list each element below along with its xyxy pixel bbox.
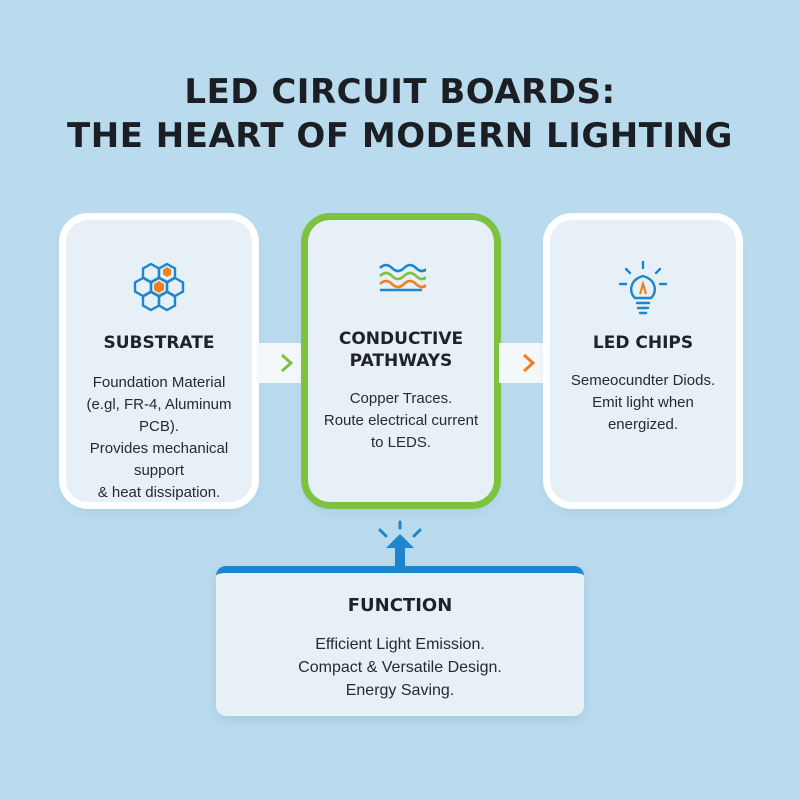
function-line-3: Energy Saving. xyxy=(345,682,455,699)
function-description: Efficient Light Emission. Compact & Vers… xyxy=(216,633,584,702)
title-line-1: LED CIRCUIT BOARDS: xyxy=(184,72,616,112)
substrate-description: Foundation Material (e.gl, FR-4, Aluminu… xyxy=(70,372,248,504)
substrate-card: SUBSTRATE Foundation Material (e.gl, FR-… xyxy=(66,220,252,502)
led-chips-line-3: energized. xyxy=(607,416,679,433)
wavy-traces-icon xyxy=(379,263,426,292)
substrate-line-2: (e.gl, FR-4, Aluminum PCB). xyxy=(86,396,232,435)
led-chips-line-1: Semeocundter Diods. xyxy=(570,372,716,389)
function-heading: FUNCTION xyxy=(347,595,453,616)
page-title: LED CIRCUIT BOARDS: THE HEART OF MODERN … xyxy=(0,70,800,158)
substrate-heading: SUBSTRATE xyxy=(103,333,215,353)
up-arrow-icon xyxy=(378,520,422,576)
led-chips-card: LED CHIPS Semeocundter Diods. Emit light… xyxy=(550,220,736,502)
pathways-line-2: Route electrical current xyxy=(323,412,479,429)
conductive-pathways-heading-line-1: CONDUCTIVE xyxy=(338,329,464,349)
led-chips-line-2: Emit light when xyxy=(592,394,694,411)
conductive-pathways-heading: CONDUCTIVE PATHWAYS xyxy=(308,328,494,372)
conductive-pathways-description: Copper Traces. Route electrical current … xyxy=(312,388,490,454)
title-line-2: THE HEART OF MODERN LIGHTING xyxy=(67,116,733,156)
chevron-right-icon xyxy=(523,353,536,373)
pathways-line-3: to LEDS. xyxy=(370,434,432,451)
pathways-line-1: Copper Traces. xyxy=(349,390,453,407)
conductive-pathways-heading-line-2: PATHWAYS xyxy=(349,351,453,371)
function-line-2: Compact & Versatile Design. xyxy=(298,659,502,676)
substrate-line-3: Provides mechanical support xyxy=(89,440,229,479)
hexagon-cluster-icon xyxy=(133,262,185,312)
substrate-line-1: Foundation Material xyxy=(92,374,226,391)
chevron-right-icon xyxy=(281,353,294,373)
light-bulb-icon xyxy=(618,260,668,315)
function-line-1: Efficient Light Emission. xyxy=(315,636,485,653)
function-box: FUNCTION Efficient Light Emission. Compa… xyxy=(216,566,584,716)
led-chips-heading: LED CHIPS xyxy=(592,333,694,353)
led-chips-description: Semeocundter Diods. Emit light when ener… xyxy=(554,370,732,436)
substrate-line-4: & heat dissipation. xyxy=(97,484,221,501)
conductive-pathways-card: CONDUCTIVE PATHWAYS Copper Traces. Route… xyxy=(308,220,494,502)
